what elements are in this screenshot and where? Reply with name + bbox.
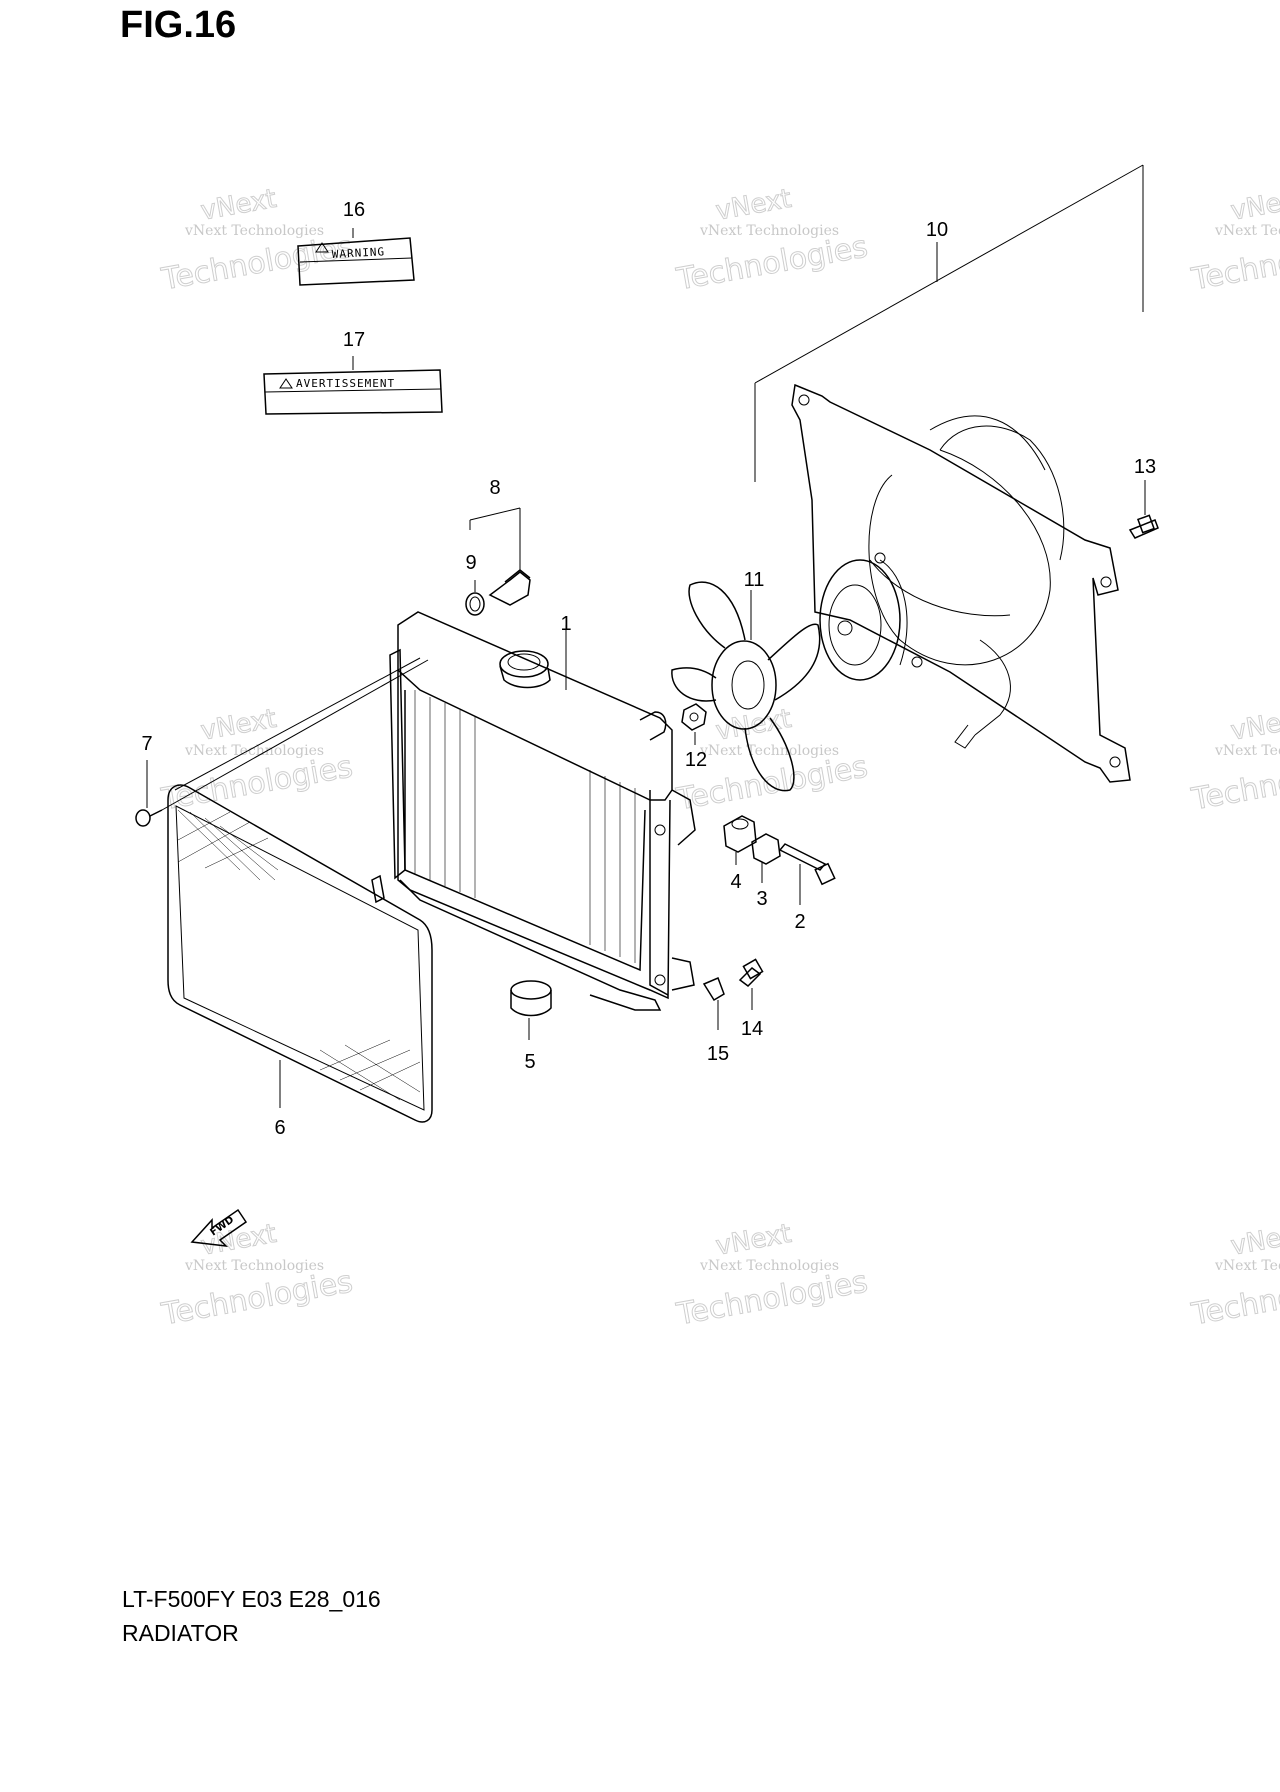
callout-11: 11 [744,569,765,591]
radiator-screen [167,784,433,1123]
collar-3 [751,833,781,865]
callout-2: 2 [794,911,805,933]
watermark-small: vNext Technologies [184,1258,324,1274]
leader-lines [146,228,1146,1108]
fan-shroud [791,383,1131,783]
callout-numbers: 1 2 3 4 5 6 7 8 9 10 11 12 13 14 15 16 1… [141,199,1156,1139]
callout-1: 1 [560,613,571,635]
fan-switch-sensor [465,569,531,616]
bolt-2 [778,843,836,886]
watermark-top: vNext [714,1219,794,1262]
callout-8: 8 [489,477,500,499]
watermark-small: vNext Technologies [184,223,324,239]
callout-6: 6 [274,1117,285,1139]
watermark-top: vNext [1229,184,1280,227]
watermark-small: vNext Technologies [1214,743,1280,759]
watermark-small: vNext Technologies [1214,1258,1280,1274]
watermark-bottom: Technologies [1188,1264,1280,1332]
screw-7 [135,657,429,827]
watermark-small: vNext Technologies [184,743,324,759]
warning-label-part: WARNING [297,237,415,286]
cushion-5 [510,980,552,1017]
callout-16: 16 [343,199,365,221]
watermark-small: vNext Technologies [699,1258,839,1274]
callout-9: 9 [465,552,476,574]
nut-12 [681,703,707,731]
watermark-small: vNext Technologies [699,743,839,759]
grommet-4 [723,815,757,853]
model-code: LT-F500FY E03 E28_016 [122,1586,381,1612]
callout-10: 10 [926,219,948,241]
bolt-14 [738,958,764,987]
callout-15: 15 [707,1043,729,1065]
warning-label-text: WARNING [331,245,385,261]
watermark-bottom: Technologies [673,229,870,297]
callout-7: 7 [141,733,152,755]
watermark-top: vNext [1229,1219,1280,1262]
watermark-bottom: Technologies [1188,749,1280,817]
watermark-top: vNext [199,1219,279,1262]
watermark-top: vNext [714,704,794,747]
watermark-top: vNext [1229,704,1280,747]
section-name: RADIATOR [122,1620,239,1646]
watermark-bottom: Technologies [158,229,355,297]
watermark-small: vNext Technologies [699,223,839,239]
figure-title: FIG.16 [120,4,237,46]
watermark-bottom: Technologies [673,1264,870,1332]
fan-blade [671,581,821,792]
radiator [389,611,696,1011]
watermark-bottom: Technologies [1188,229,1280,297]
callout-13: 13 [1134,456,1156,478]
callout-4: 4 [730,871,741,893]
callout-17: 17 [343,329,365,351]
callout-14: 14 [741,1018,763,1040]
caution-label-text: AVERTISSEMENT [296,377,395,390]
fan-motor [819,552,923,681]
watermark-top: vNext [714,184,794,227]
watermark-top: vNext [199,184,279,227]
shroud-bracket-lines [754,164,1144,482]
clip-nut-15 [702,977,725,1002]
callout-3: 3 [756,888,767,910]
bolt-13 [1128,514,1159,539]
callout-5: 5 [524,1051,535,1073]
callout-12: 12 [685,749,707,771]
watermark-small: vNext Technologies [1214,223,1280,239]
watermark-bottom: Technologies [158,1264,355,1332]
caution-label-part: AVERTISSEMENT [263,369,443,415]
